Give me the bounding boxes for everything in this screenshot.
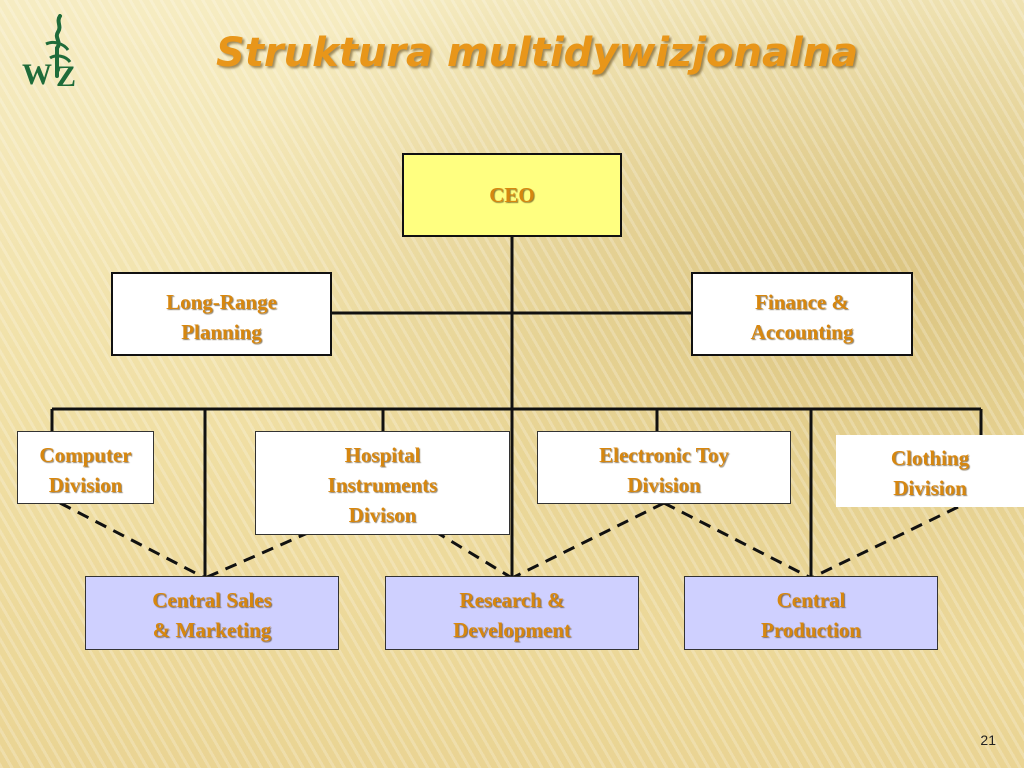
dashed-electronic-to-production <box>663 501 812 580</box>
dashed-clothing-to-production <box>810 505 959 580</box>
dashed-computer-to-sales <box>59 501 206 580</box>
long-range-planning-label: Long-Range Planning <box>166 290 277 344</box>
ceo-box: CEO <box>402 153 622 237</box>
research-development-label: Research & Development <box>453 588 571 642</box>
slide-title: Struktura multidywizjonalna <box>216 30 859 76</box>
svg-text:W: W <box>22 58 52 91</box>
dashed-hospital-to-sales <box>204 498 384 580</box>
electronic-toy-division-box: Electronic Toy Division <box>537 431 791 504</box>
hospital-instruments-division-box: Hospital Instruments Divison <box>255 431 510 535</box>
central-production-box: Central Production <box>684 576 938 650</box>
page-number: 21 <box>980 732 996 748</box>
central-sales-marketing-box: Central Sales & Marketing <box>85 576 339 650</box>
dashed-electronic-to-rnd <box>511 501 665 580</box>
long-range-planning-box: Long-Range Planning <box>111 272 332 356</box>
central-sales-marketing-label: Central Sales & Marketing <box>152 588 272 642</box>
central-production-label: Central Production <box>761 588 861 642</box>
wz-logo-icon: W Z <box>22 14 76 93</box>
svg-text:Z: Z <box>56 60 76 93</box>
hospital-instruments-division-label: Hospital Instruments Divison <box>327 443 438 527</box>
finance-accounting-box: Finance & Accounting <box>691 272 913 356</box>
computer-division-label: Computer Division <box>39 443 132 497</box>
computer-division-box: Computer Division <box>17 431 154 504</box>
ceo-label: CEO <box>489 183 535 207</box>
clothing-division-label: Clothing Division <box>890 446 970 500</box>
clothing-division-box: Clothing Division <box>836 435 1024 507</box>
electronic-toy-division-label: Electronic Toy Division <box>599 443 729 497</box>
research-development-box: Research & Development <box>385 576 639 650</box>
finance-accounting-label: Finance & Accounting <box>750 290 854 344</box>
